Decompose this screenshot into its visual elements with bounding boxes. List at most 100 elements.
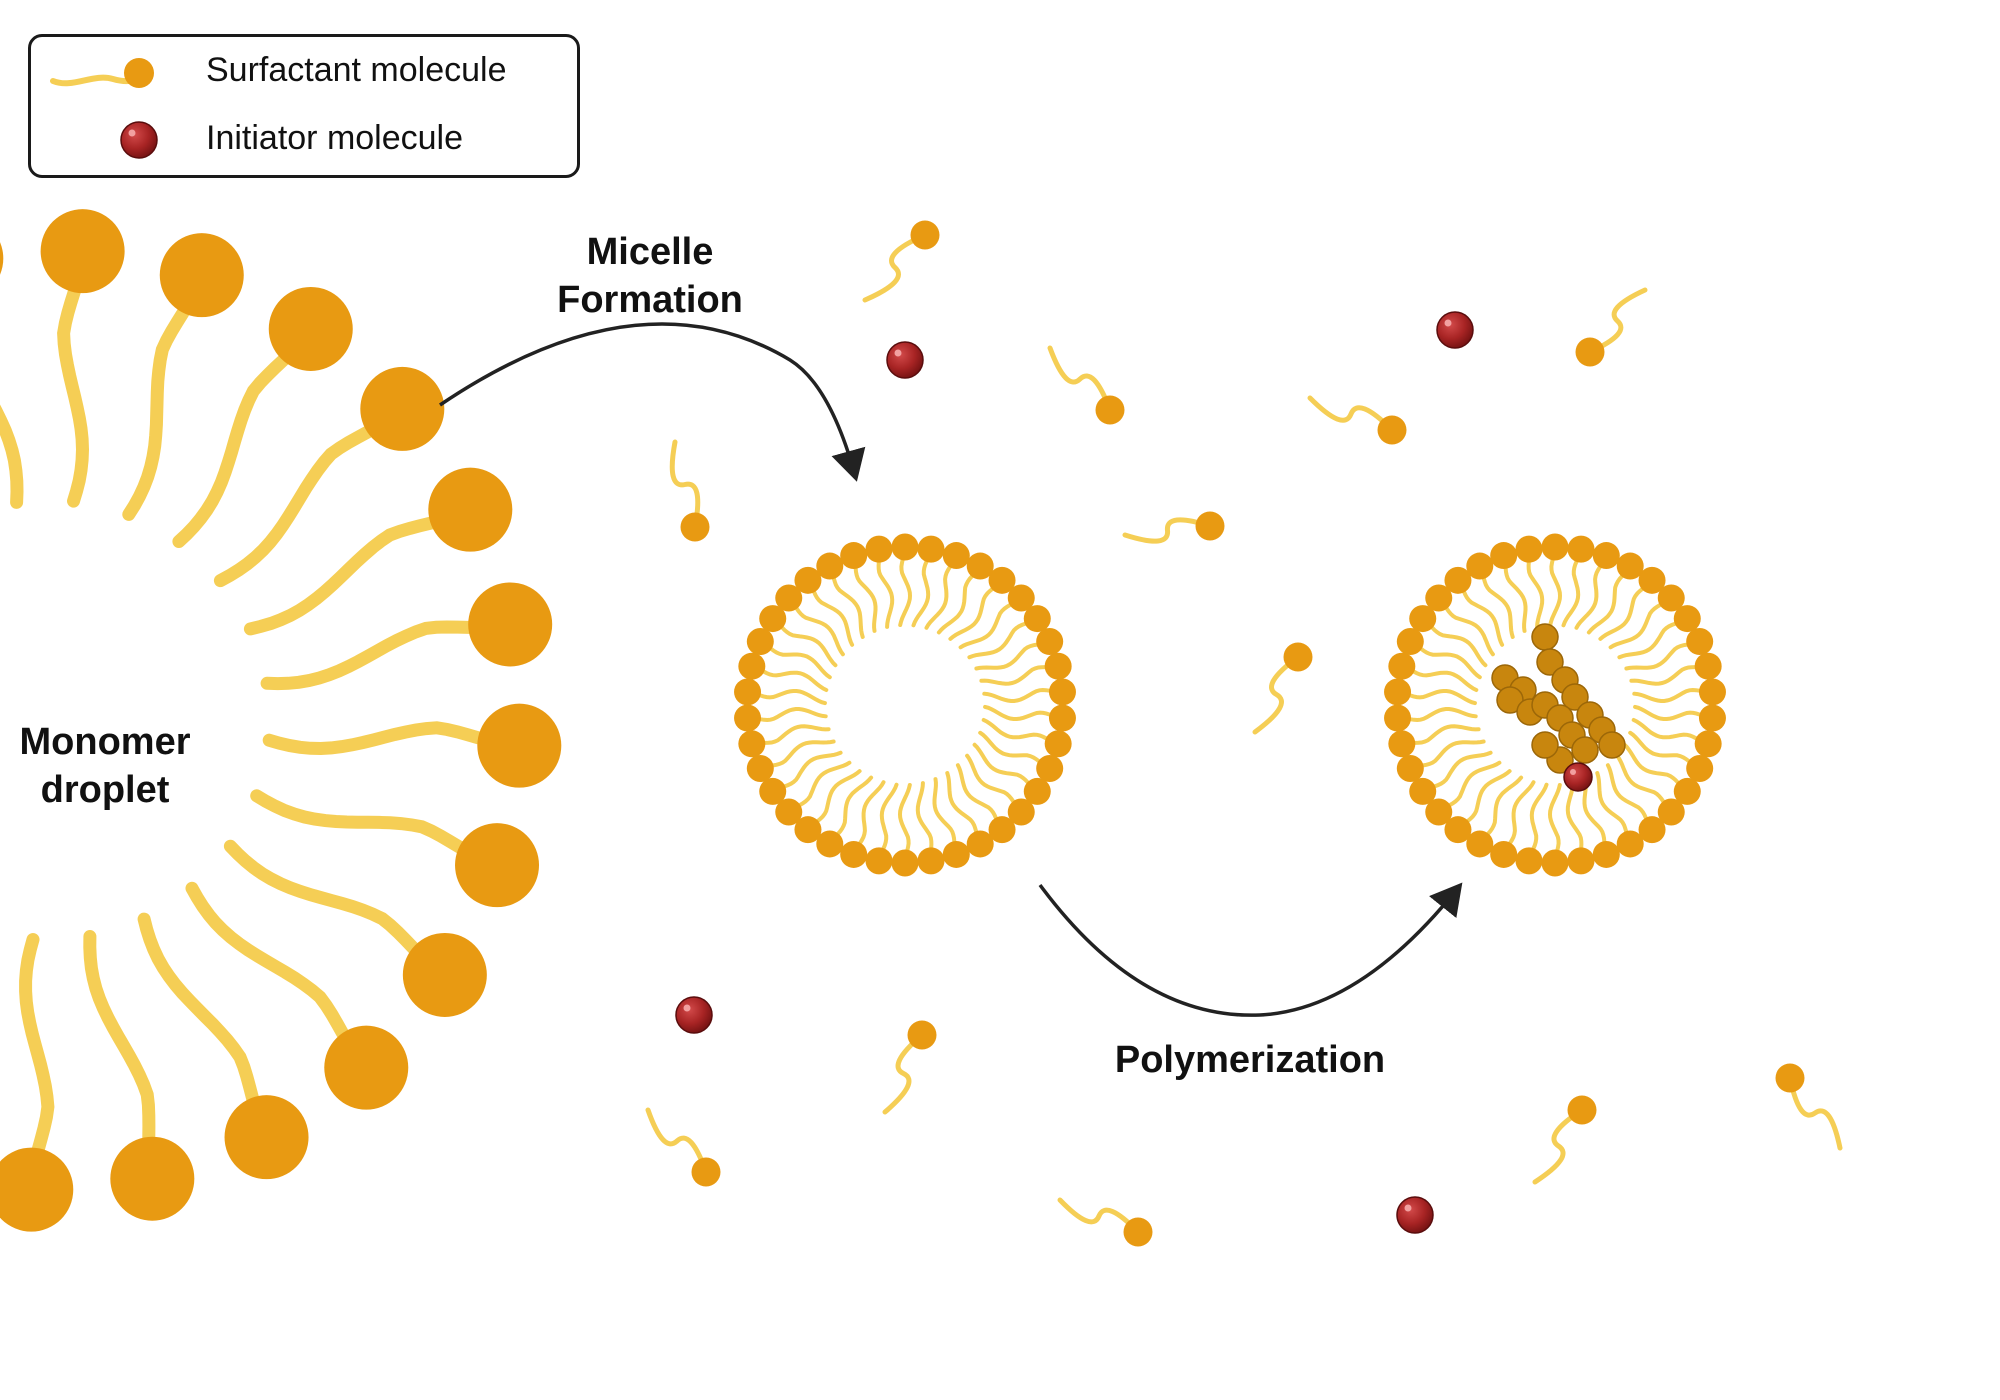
- micelle-surfactant: [840, 780, 886, 868]
- initiator-molecule-icon: [120, 121, 158, 159]
- micelle-surfactant: [1595, 771, 1644, 858]
- polymerization-arrow: [1038, 882, 1463, 1017]
- droplet-surfactant: [250, 789, 540, 908]
- micelle-surfactant: [1396, 739, 1486, 782]
- polymer-bead: [1496, 686, 1524, 714]
- micelle-formation-label: Micelle Formation: [530, 228, 770, 324]
- micelle-surfactant: [865, 535, 895, 629]
- micelle-surfactant: [915, 781, 945, 875]
- micelle-surfactant: [1409, 605, 1488, 668]
- monomer-droplet: [0, 209, 562, 1232]
- micelle-surfactant: [1388, 724, 1481, 758]
- surfactant-molecule: [1775, 1063, 1843, 1151]
- micelle-surfactant: [1561, 535, 1595, 628]
- micelle-surfactant: [982, 678, 1076, 706]
- droplet-surfactant: [262, 703, 562, 788]
- initiator-molecule: [886, 341, 924, 379]
- micelle-surfactant: [775, 584, 845, 657]
- micelle-surfactant: [891, 533, 919, 627]
- polymer-bead: [1598, 731, 1626, 759]
- micelle-surfactant: [1615, 753, 1685, 826]
- micelle-surfactant: [932, 777, 970, 868]
- droplet-surfactant: [243, 467, 513, 636]
- micelle-surfactant: [1396, 628, 1482, 680]
- micelle-surfactant: [948, 566, 1016, 641]
- droplet-surfactant: [0, 933, 74, 1232]
- polymerization-label: Polymerization: [1114, 1039, 1386, 1081]
- micelle-surfactant: [794, 769, 862, 844]
- micelle-surfactant: [1586, 552, 1644, 635]
- polymer-bead: [1571, 736, 1599, 764]
- initiator-molecule: [1396, 1196, 1434, 1234]
- micelle-surfactant: [1444, 769, 1512, 844]
- micelle-surfactant: [1384, 678, 1477, 706]
- monomer-droplet-label-line2: droplet: [40, 769, 170, 811]
- surfactant-molecule: [1252, 642, 1313, 735]
- micelle-surfactant: [911, 535, 945, 628]
- micelle-surfactant: [1425, 760, 1502, 826]
- micelle-surfactant: [1388, 652, 1479, 692]
- polymer-bead: [1531, 731, 1559, 759]
- micelle-formation-label-line2: Formation: [557, 279, 743, 321]
- surfactant-molecule: [1122, 511, 1225, 544]
- monomer-droplet-label-line1: Monomer: [19, 721, 191, 763]
- polymerizing-micelle: [1384, 533, 1726, 877]
- polymer-bead: [1536, 648, 1564, 676]
- micelle-surfactant: [1515, 782, 1549, 875]
- micelle-surfactant: [734, 678, 827, 706]
- micelle-surfactant: [1628, 730, 1714, 782]
- micelle-surfactant: [983, 704, 1076, 732]
- polymer-chain: [1491, 623, 1626, 792]
- micelle-surfactant: [924, 542, 970, 630]
- droplet-surfactant: [185, 881, 409, 1110]
- micelle-surfactant: [759, 605, 838, 668]
- micelle-surfactant: [958, 584, 1035, 650]
- micelle-surfactant: [1515, 535, 1545, 629]
- micelle-surfactant: [1541, 783, 1569, 877]
- micelle-surfactant: [1582, 777, 1620, 868]
- surfactant-molecule: [1307, 395, 1407, 445]
- micelle-surfactant: [794, 566, 855, 647]
- micelle-surfactant: [1565, 781, 1595, 875]
- legend: Surfactant molecule Initiator molecule: [28, 34, 580, 178]
- micelle-surfactant: [1574, 542, 1620, 630]
- legend-surfactant-label: Surfactant molecule: [206, 51, 507, 89]
- micelle-surfactant: [746, 739, 836, 782]
- micelle-surfactant: [816, 552, 865, 639]
- micelle-surfactant: [981, 718, 1072, 758]
- micelle-surfactant: [955, 763, 1016, 844]
- droplet-surfactant: [213, 366, 445, 588]
- micelle-surfactant: [1617, 605, 1701, 660]
- droplet-surfactant: [122, 233, 244, 521]
- micelle-formation-label-line1: Micelle: [586, 231, 714, 273]
- micelle-surfactant: [945, 771, 994, 858]
- micelle-surfactant: [1425, 584, 1495, 657]
- surfactant-molecule: [1057, 1197, 1153, 1247]
- micelle-surfactant: [840, 542, 878, 633]
- micelle-surfactant: [738, 652, 829, 692]
- micelle-surfactant: [1632, 678, 1726, 706]
- micelle-surfactant: [759, 750, 843, 805]
- legend-initiator-label: Initiator molecule: [206, 119, 464, 157]
- micelle-surfactant: [1466, 552, 1515, 639]
- surfactant-molecule: [1047, 345, 1125, 425]
- monomer-droplet-label: Monomer droplet: [0, 718, 210, 814]
- surfactant-molecule: [1532, 1095, 1597, 1185]
- micelle-surfactant: [1490, 542, 1528, 633]
- polymer-bead: [1561, 683, 1589, 711]
- micelle-surfactant: [1605, 763, 1666, 844]
- micelle-surfactant: [1624, 628, 1714, 671]
- micelle-surfactant: [891, 783, 919, 877]
- initiator-molecule: [1563, 762, 1593, 792]
- micelle-surfactant: [1622, 742, 1701, 805]
- surfactant-molecule: [1575, 287, 1648, 367]
- micelle-surfactant: [974, 628, 1064, 671]
- micelle-surfactant: [1633, 704, 1726, 732]
- micelle-surfactant: [1384, 704, 1478, 732]
- micelle-surfactant: [738, 724, 831, 758]
- micelle-surfactant: [746, 628, 832, 680]
- droplet-surfactant: [137, 912, 309, 1180]
- micelle-surfactant: [734, 704, 828, 732]
- droplet-surfactant: [0, 242, 24, 509]
